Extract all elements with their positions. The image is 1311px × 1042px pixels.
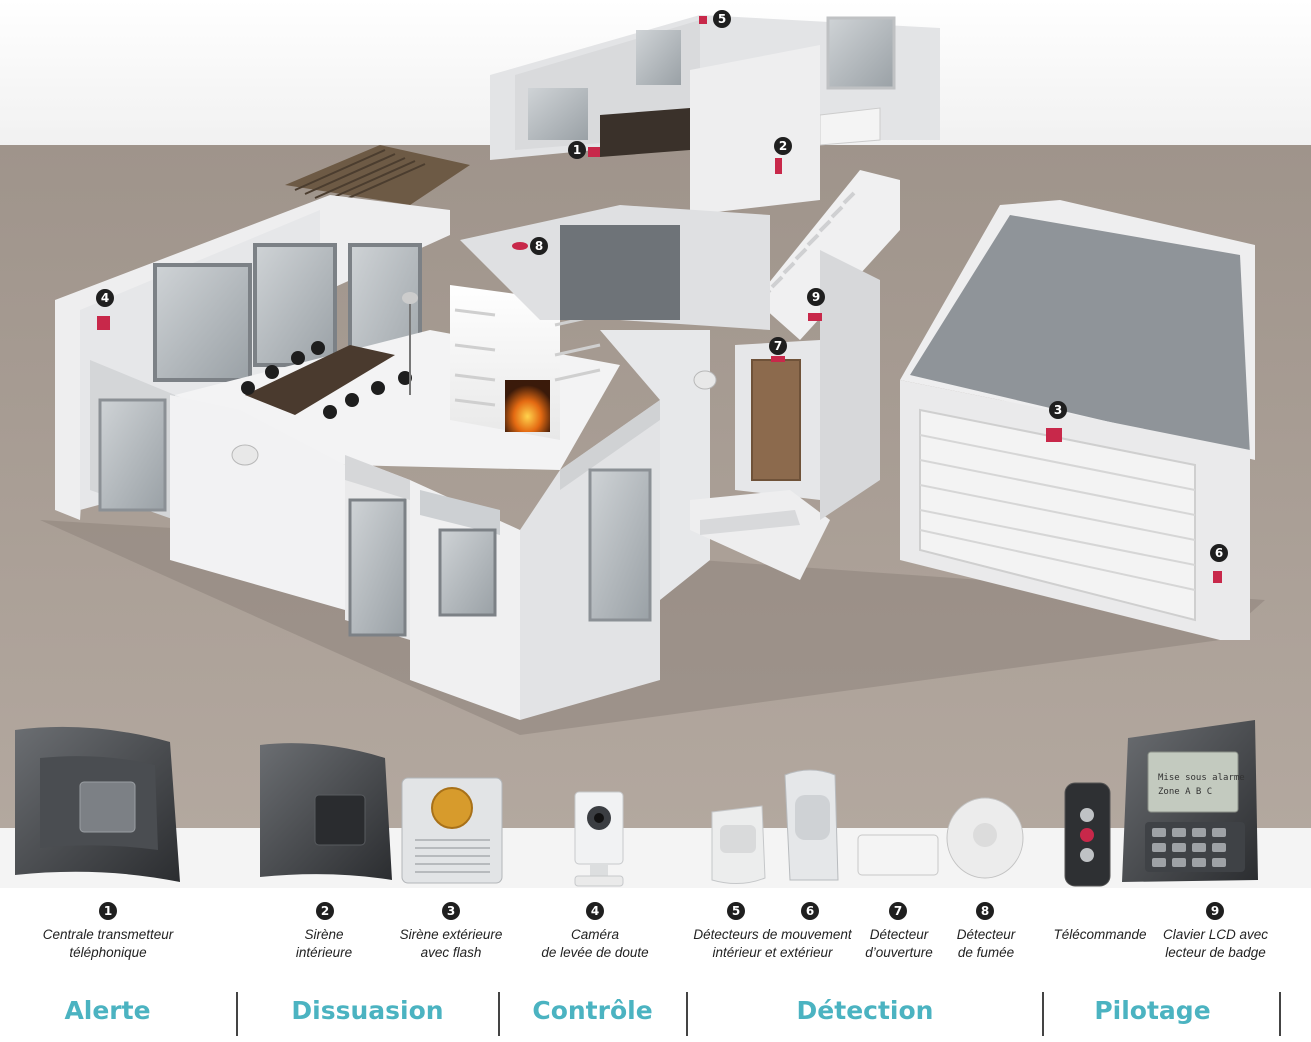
product-label-4: Caméra de levée de doute (535, 926, 655, 962)
marker-4: 4 (96, 289, 114, 307)
product-label-1-line2: téléphonique (69, 945, 147, 960)
marker-1: 1 (568, 141, 586, 159)
product-label-2-line1: Sirène (304, 927, 344, 942)
category-dissuasion: Dissuasion (291, 996, 444, 1025)
keypad-lcd-line1: Mise sous alarme (1158, 773, 1245, 783)
marker-8: 8 (530, 237, 548, 255)
product-number-1: 1 (99, 902, 117, 920)
marker-5: 5 (713, 10, 731, 28)
product-label-2-line2: intérieure (295, 945, 353, 960)
product-number-9: 9 (1206, 902, 1224, 920)
category-alerte: Alerte (64, 996, 151, 1025)
product-label-7-line1: Détecteur (869, 927, 929, 942)
product-label-5-line2: intérieur et extérieur (712, 945, 833, 960)
category-pilotage: Pilotage (1094, 996, 1211, 1025)
product-number-8: 8 (976, 902, 994, 920)
product-number-2: 2 (316, 902, 334, 920)
product-number-6: 6 (801, 902, 819, 920)
category-separator (1279, 992, 1281, 1036)
product-label-3: Sirène extérieure avec flash (395, 926, 507, 962)
product-number-3: 3 (442, 902, 460, 920)
product-label-5-line1: Détecteurs de mouvement (693, 927, 852, 942)
product-label-7: Détecteur d’ouverture (857, 926, 941, 962)
product-label-4-line1: Caméra (570, 927, 619, 942)
marker-9: 9 (807, 288, 825, 306)
product-number-5: 5 (727, 902, 745, 920)
product-label-3-line2: avec flash (420, 945, 482, 960)
marker-2: 2 (774, 137, 792, 155)
product-label-5-6: Détecteurs de mouvement intérieur et ext… (690, 926, 855, 962)
product-label-9-line2: lecteur de badge (1165, 945, 1266, 960)
product-label-1-line1: Centrale transmetteur (42, 927, 174, 942)
marker-7: 7 (769, 337, 787, 355)
product-label-8-line2: de fumée (957, 945, 1015, 960)
product-number-7: 7 (889, 902, 907, 920)
product-label-7-line2: d’ouverture (865, 945, 933, 960)
product-label-3-line1: Sirène extérieure (399, 927, 503, 942)
category-controle: Contrôle (532, 996, 653, 1025)
product-label-8: Détecteur de fumée (946, 926, 1026, 962)
product-label-2: Sirène intérieure (274, 926, 374, 962)
product-label-9-line1: Clavier LCD avec (1162, 927, 1269, 942)
product-label-8-line1: Détecteur (956, 927, 1016, 942)
product-label-4-line2: de levée de doute (541, 945, 649, 960)
keypad-lcd-line2: Zone A B C (1158, 787, 1212, 797)
category-separator (686, 992, 688, 1036)
product-label-9: Clavier LCD avec lecteur de badge (1158, 926, 1273, 962)
product-label-telecommande: Télécommande (1053, 927, 1147, 942)
category-separator (498, 992, 500, 1036)
product-label-1: Centrale transmetteur téléphonique (38, 926, 178, 962)
category-detection: Détection (796, 996, 934, 1025)
category-separator (1042, 992, 1044, 1036)
category-separator (236, 992, 238, 1036)
product-number-4: 4 (586, 902, 604, 920)
marker-6: 6 (1210, 544, 1228, 562)
marker-3: 3 (1049, 401, 1067, 419)
